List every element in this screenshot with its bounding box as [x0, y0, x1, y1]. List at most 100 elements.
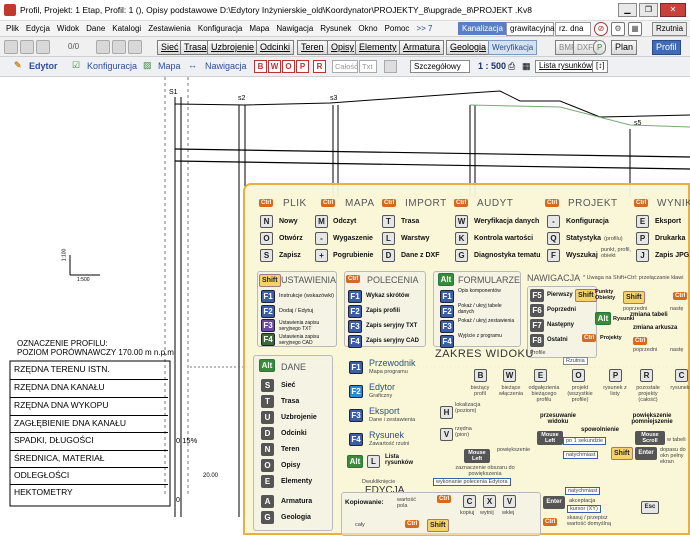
wynik-title: WYNIK	[657, 198, 690, 209]
print-icon[interactable]: ⎙	[508, 61, 516, 71]
view-r-button[interactable]: R	[313, 60, 326, 73]
scale-v-label: 1:100	[61, 248, 68, 262]
menu-plik[interactable]: Plik	[6, 24, 19, 33]
zoom-icon[interactable]	[384, 60, 397, 73]
menu-katalogi[interactable]: Katalogi	[112, 24, 142, 33]
nav-nastepny2: nastę	[670, 306, 684, 312]
menu-okno[interactable]: Okno	[358, 24, 378, 33]
plan-button[interactable]: Plan	[611, 40, 638, 55]
first-icon[interactable]	[96, 40, 110, 54]
kanalizacja-label: Kanalizacja	[458, 22, 507, 35]
view-lista: Lista rysunków	[385, 454, 414, 466]
zakres-title: ZAKRES WIDOKU	[435, 348, 534, 360]
armatura-button[interactable]: Armatura	[399, 40, 445, 55]
menu-zestawienia[interactable]: Zestawienia	[148, 24, 191, 33]
lista-rysunkow-button[interactable]: Lista rysunków	[535, 60, 596, 73]
nawigacja-mode[interactable]: ↔Nawigacja	[188, 60, 247, 71]
key-zakres-v: V	[440, 428, 453, 441]
view-eksport: Eksport	[369, 406, 400, 416]
opisy-button[interactable]: Opisy	[327, 40, 359, 55]
elementy-button[interactable]: Elementy	[355, 40, 401, 55]
key-zakres-e: E	[534, 369, 547, 382]
geologia-button[interactable]: Geologia	[446, 40, 491, 55]
key-lista-l: L	[367, 455, 380, 468]
table-icon[interactable]: ▦	[522, 61, 531, 71]
formularze-title: FORMULARZE	[458, 275, 521, 285]
mapa-pogrubienie: Pogrubienie	[333, 252, 374, 259]
row-divider	[10, 467, 168, 468]
menu-more[interactable]: >> 7	[416, 24, 433, 33]
rzutnia-button[interactable]: Rzutnia	[652, 22, 688, 36]
key-f3: F3	[261, 319, 275, 332]
formularze-f1: Opis komponentów	[458, 288, 501, 294]
open-icon[interactable]	[20, 40, 34, 54]
siec-button[interactable]: Sieć	[157, 40, 183, 55]
calosc-field[interactable]: Całość	[332, 60, 358, 73]
nav-projekty: Projekty	[600, 335, 622, 341]
edytor-mode[interactable]: ✎Edytor	[14, 60, 58, 71]
new-icon[interactable]	[4, 40, 18, 54]
prev-icon[interactable]	[112, 40, 126, 54]
key-e: E	[636, 215, 649, 228]
pencil-icon: ✎	[14, 60, 22, 70]
next-icon[interactable]	[128, 40, 142, 54]
menu-mapa[interactable]: Mapa	[249, 24, 270, 33]
konfiguracja-label: Konfiguracja	[87, 60, 138, 71]
key-zakres-b: B	[474, 369, 487, 382]
menu-rysunek[interactable]: Rysunek	[320, 24, 352, 33]
import-warstwy: Warstwy	[401, 235, 430, 242]
txt-field[interactable]: Txt	[359, 60, 377, 73]
zakres-lokalizacja: lokalizacja (poziom)	[455, 402, 481, 414]
minimize-button[interactable]: ▁	[618, 3, 637, 17]
menu-widok[interactable]: Widok	[56, 24, 80, 33]
view-p-button[interactable]: P	[296, 60, 309, 73]
edycja-shift-key: Shift	[427, 519, 449, 532]
shortcut-help-overlay[interactable]: Ctrl PLIK N Nowy O Otwórz S Zapisz Ctrl …	[243, 183, 690, 536]
type-select[interactable]: grawitacyjna	[506, 22, 554, 36]
view-o-button[interactable]: O	[282, 60, 295, 73]
dwuklik-label: Dwukliknięcie	[362, 479, 396, 485]
menu-nawigacja[interactable]: Nawigacja	[276, 24, 314, 33]
weryfikacja-button[interactable]: Weryfikacja	[488, 40, 538, 55]
toggle-icon[interactable]: [↕]	[592, 60, 609, 73]
key-ctrl-f2: F2	[348, 305, 362, 318]
p-button[interactable]: P	[593, 40, 607, 55]
uzbrojenie-button[interactable]: Uzbrojenie	[207, 40, 259, 55]
cancel-circle-icon[interactable]: ⊘	[594, 22, 608, 36]
menu-edycja[interactable]: Edycja	[25, 24, 50, 33]
view-b-button[interactable]: B	[254, 60, 267, 73]
key-s: S	[260, 249, 273, 262]
esc-key: Esc	[641, 501, 659, 514]
odcinki-button[interactable]: Odcinki	[256, 40, 295, 55]
teren-button[interactable]: Teren	[297, 40, 328, 55]
nav-zmiana-arkusza: zmiana arkusza	[633, 325, 678, 331]
detail-select[interactable]: Szczegółowy	[410, 60, 470, 73]
nav-shift-key: Shift	[575, 289, 597, 302]
edycja-wytnij: wytnij	[480, 510, 494, 516]
close-button[interactable]: ✕	[660, 3, 686, 17]
settings-icon[interactable]: ⚙	[611, 22, 625, 36]
menu-konfiguracja[interactable]: Konfiguracja	[197, 24, 243, 33]
maximize-button[interactable]: ❐	[639, 3, 658, 17]
level-select[interactable]: rz. dna	[555, 22, 591, 36]
save-icon[interactable]	[36, 40, 50, 54]
polecenia-f2: Zapis profili	[366, 308, 401, 314]
mapa-mode[interactable]: ▨Mapa	[143, 60, 181, 71]
key-alt-f3: F3	[440, 320, 454, 333]
nav-ctrl-badge2: Ctrl	[673, 292, 688, 300]
key-dane-n: N	[261, 443, 274, 456]
key-dane-d: D	[261, 427, 274, 440]
menu-pomoc[interactable]: Pomoc	[384, 24, 410, 33]
key-dash: -	[547, 215, 560, 228]
nav-punkty: Punkty Obiekty	[595, 289, 616, 301]
view-w-button[interactable]: W	[268, 60, 281, 73]
profil-button[interactable]: Profil	[652, 40, 681, 55]
menu-dane[interactable]: Dane	[86, 24, 106, 33]
key-plus: +	[315, 249, 328, 262]
polecenia-f3: Zapis seryjny TXT	[366, 323, 418, 329]
key-minus: -	[315, 232, 328, 245]
grid-icon[interactable]: ▦	[628, 22, 642, 36]
zakres-w-tabeli: w tabeli	[667, 437, 686, 443]
zakres-rzedna: rzędna (pion)	[455, 426, 472, 438]
konfiguracja-mode[interactable]: ☑Konfiguracja	[72, 60, 137, 71]
